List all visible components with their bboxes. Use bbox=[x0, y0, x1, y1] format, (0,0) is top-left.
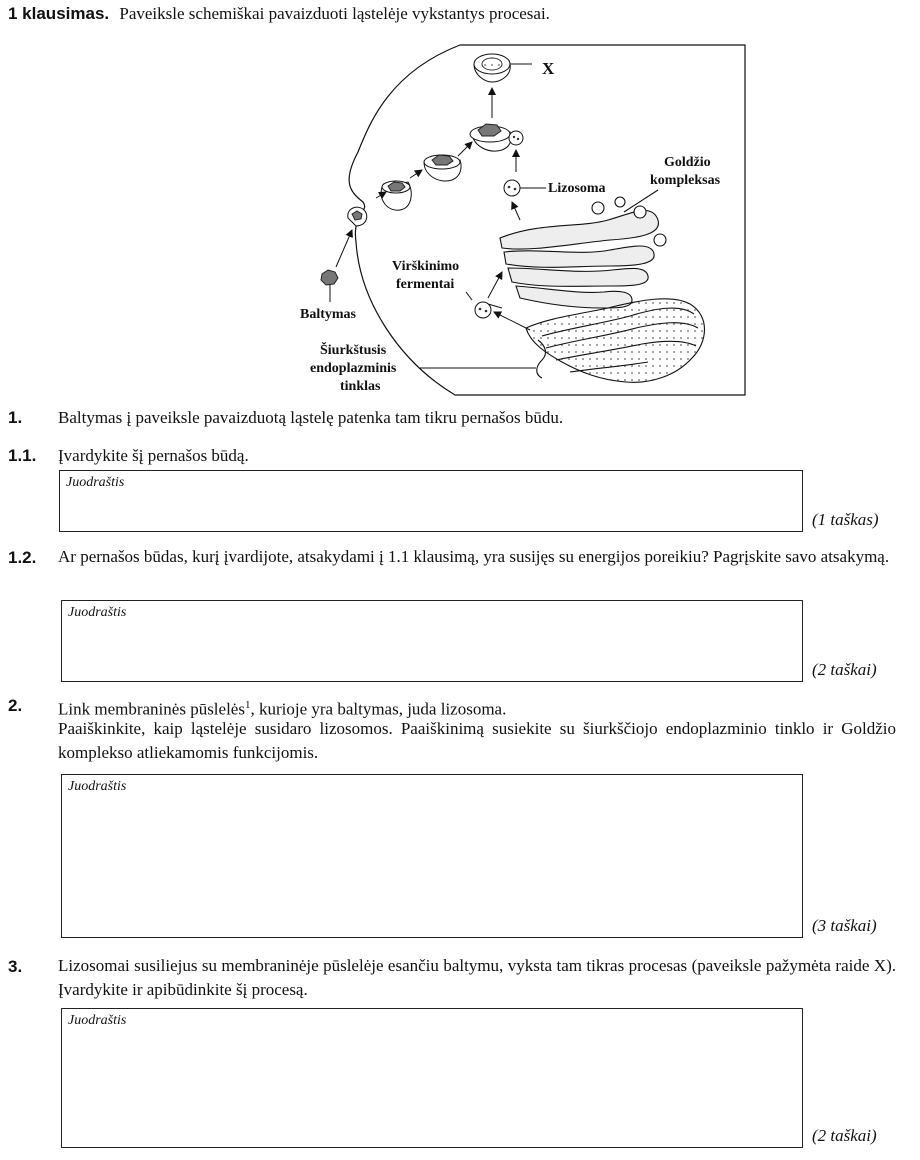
draft-label: Juodraštis bbox=[68, 779, 127, 794]
answer-box-3[interactable]: Juodraštis bbox=[61, 1008, 803, 1148]
cell-process-diagram: X Lizosoma Goldžio kompleksas Virškinimo… bbox=[300, 44, 746, 396]
q2-line1-b: , kurioje yra baltymas, juda lizosoma. bbox=[250, 699, 507, 719]
draft-label: Juodraštis bbox=[68, 605, 127, 620]
label-baltymas: Baltymas bbox=[300, 307, 357, 322]
question-number: 1 klausimas. bbox=[8, 4, 110, 23]
q1-2-number: 1.2. bbox=[8, 548, 37, 567]
label-siurkstusis-2: endoplazminis bbox=[310, 361, 397, 376]
label-goldzio-1: Goldžio bbox=[664, 155, 711, 170]
protein-outside bbox=[320, 229, 353, 302]
question-heading: 1 klausimas. Paveiksle schemiškai pavaiz… bbox=[8, 4, 550, 24]
rough-er bbox=[525, 298, 705, 383]
q2-text: Paaiškinkite, kaip ląstelėje susidaro li… bbox=[58, 719, 896, 762]
answer-box-2[interactable]: Juodraštis bbox=[61, 774, 803, 938]
q2-points: (3 taškai) bbox=[812, 916, 877, 935]
q2-line1: Link membraninės pūslelės1, kurioje yra … bbox=[58, 693, 898, 722]
footnote-marker: 1 bbox=[244, 699, 251, 711]
label-goldzio-2: kompleksas bbox=[650, 173, 721, 188]
label-siurkstusis-3: tinklas bbox=[340, 379, 381, 394]
q1-number: 1. bbox=[8, 408, 23, 427]
q3-text: Lizosomai susiliejus su membraninėje pūs… bbox=[58, 956, 896, 999]
label-virskinimo-2: fermentai bbox=[396, 277, 454, 292]
label-x: X bbox=[542, 59, 555, 78]
q1-text: Baltymas į paveiksle pavaizduotą ląstelę… bbox=[58, 408, 564, 427]
vesicle-arrows bbox=[375, 87, 531, 331]
golgi-complex bbox=[499, 189, 667, 309]
draft-label: Juodraštis bbox=[66, 475, 125, 490]
question-intro: Paveiksle schemiškai pavaizduoti ląstelė… bbox=[119, 4, 550, 23]
label-siurkstusis-1: Šiurkštusis bbox=[320, 341, 387, 358]
draft-label: Juodraštis bbox=[68, 1013, 127, 1028]
q3-number: 3. bbox=[8, 957, 23, 976]
label-lizosoma: Lizosoma bbox=[548, 181, 606, 196]
label-virskinimo-1: Virškinimo bbox=[392, 259, 459, 274]
answer-box-1-1[interactable]: Juodraštis bbox=[59, 470, 803, 532]
q3-points: (2 taškai) bbox=[812, 1126, 877, 1145]
q1-2-points: (2 taškai) bbox=[812, 660, 877, 679]
q1-2-text: Ar pernašos būdas, kurį įvardijote, atsa… bbox=[58, 547, 890, 566]
enzyme-vesicle bbox=[474, 301, 492, 319]
answer-box-1-2[interactable]: Juodraštis bbox=[61, 600, 803, 682]
q1-1-number: 1.1. bbox=[8, 446, 37, 465]
lysosome bbox=[503, 179, 546, 197]
q2-line1-a: Link membraninės pūslelės bbox=[58, 699, 245, 719]
q2-number: 2. bbox=[8, 696, 23, 715]
q1-1-points: (1 taškas) bbox=[812, 510, 879, 529]
endocytosis-vesicles bbox=[347, 53, 532, 227]
cell-membrane-outline bbox=[348, 44, 746, 396]
q1-1-text: Įvardykite šį pernašos būdą. bbox=[58, 446, 249, 465]
